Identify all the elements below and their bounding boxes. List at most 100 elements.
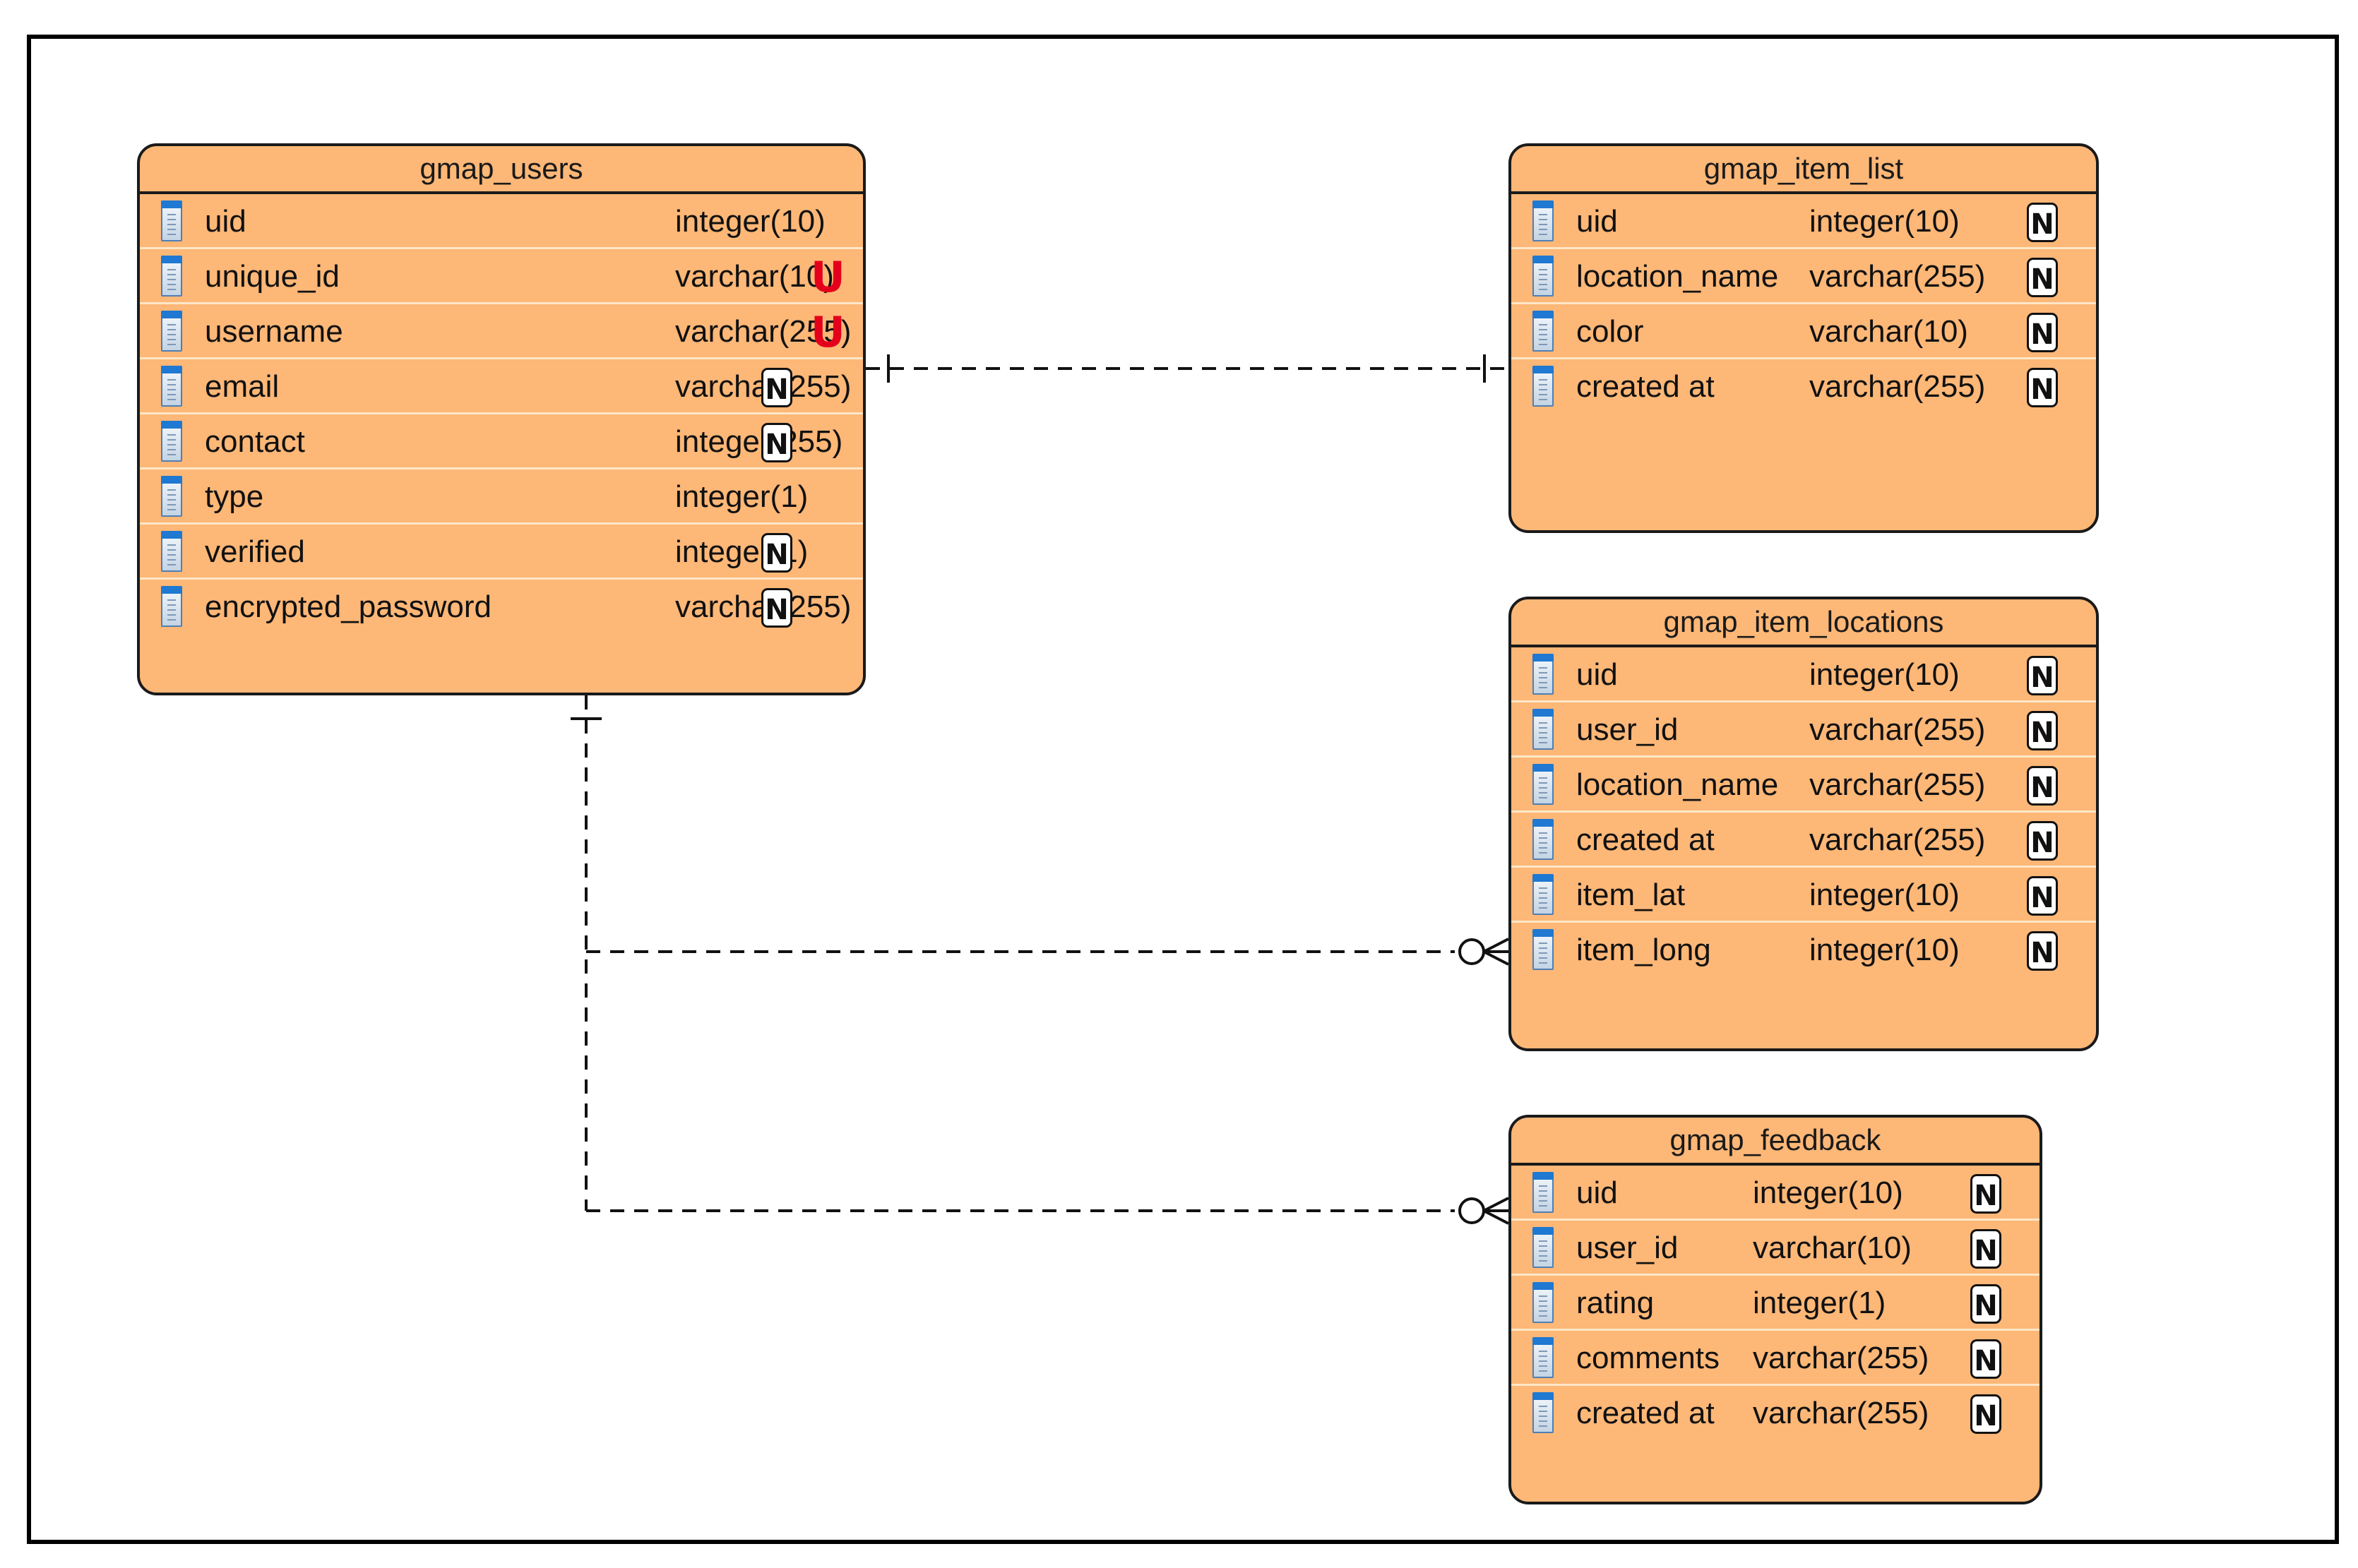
column-icon [1532, 201, 1554, 241]
nullable-icon: N [2027, 656, 2058, 695]
column-row[interactable]: location_name varchar(255) N [1511, 758, 2096, 813]
column-type: varchar(255) [1753, 1341, 1929, 1375]
nullable-icon: N [2027, 766, 2058, 806]
entity-title: gmap_feedback [1511, 1118, 2040, 1166]
nullable-icon: N [1970, 1394, 2001, 1434]
column-icon [161, 531, 182, 572]
column-icon [1532, 874, 1554, 915]
column-name: verified [205, 534, 305, 569]
relationship-users-item-list [866, 354, 1508, 383]
column-name: email [205, 369, 280, 404]
unique-constraint-icon: U [811, 253, 845, 302]
column-name: created at [1576, 1396, 1715, 1430]
column-type: varchar(255) [1809, 369, 1986, 404]
column-icon [1532, 1172, 1554, 1213]
column-row[interactable]: comments varchar(255) N [1511, 1331, 2040, 1386]
column-type: varchar(255) [1809, 712, 1986, 747]
column-name: item_long [1576, 933, 1711, 967]
nullable-icon: N [1970, 1284, 2001, 1324]
column-icon [1532, 1282, 1554, 1323]
column-name: contact [205, 424, 305, 459]
column-row[interactable]: encrypted_passwordvarchar(255)N [140, 580, 863, 635]
column-row[interactable]: created at varchar(255) N [1511, 813, 2096, 868]
column-icon [1532, 709, 1554, 750]
column-row[interactable]: type integer(1) [140, 469, 863, 525]
relationship-users-item-locations [571, 695, 1509, 1211]
column-type: varchar(255) [1753, 1396, 1929, 1430]
column-row[interactable]: username varchar(255)U [140, 304, 863, 359]
column-type: varchar(255) [1809, 767, 1986, 802]
column-row[interactable]: rating integer(1) N [1511, 1276, 2040, 1331]
column-row[interactable]: uid integer(10) N [1511, 1166, 2040, 1221]
column-type: integer(1) [675, 479, 809, 514]
nullable-icon: N [2027, 711, 2058, 750]
column-name: uid [205, 204, 246, 239]
column-icon [1532, 1337, 1554, 1378]
column-icon [161, 201, 182, 241]
column-icon [1532, 1227, 1554, 1268]
column-icon [161, 421, 182, 462]
column-name: location_name [1576, 767, 1779, 802]
column-name: uid [1576, 1175, 1618, 1210]
column-name: uid [1576, 657, 1618, 692]
nullable-icon: N [761, 423, 792, 462]
column-row[interactable]: user_id varchar(10) N [1511, 1221, 2040, 1276]
column-name: color [1576, 314, 1644, 349]
column-type: varchar(255) [675, 314, 852, 349]
entity-title: gmap_item_list [1511, 146, 2096, 194]
column-icon [1532, 819, 1554, 860]
column-name: created at [1576, 369, 1715, 404]
column-name: rating [1576, 1286, 1655, 1320]
column-name: location_name [1576, 259, 1779, 294]
column-type: varchar(10) [1753, 1231, 1912, 1265]
column-name: user_id [1576, 712, 1679, 747]
column-type: integer(10) [1753, 1175, 1903, 1210]
unique-constraint-icon: U [811, 308, 845, 357]
column-name: unique_id [205, 259, 340, 294]
column-icon [161, 311, 182, 352]
column-icon [161, 586, 182, 627]
column-type: varchar(255) [1809, 822, 1986, 857]
column-row[interactable]: emailvarchar(255)N [140, 359, 863, 414]
column-type: integer(1) [1753, 1286, 1886, 1320]
column-type: integer(10) [1809, 933, 1960, 967]
nullable-icon: N [1970, 1229, 2001, 1269]
column-icon [1532, 366, 1554, 407]
column-name: comments [1576, 1341, 1720, 1375]
column-type: integer(10) [1809, 878, 1960, 912]
column-name: encrypted_password [205, 590, 492, 624]
column-icon [1532, 1392, 1554, 1433]
column-name: created at [1576, 822, 1715, 857]
column-name: user_id [1576, 1231, 1679, 1265]
nullable-icon: N [761, 533, 792, 573]
nullable-icon: N [2027, 203, 2058, 242]
nullable-icon: N [1970, 1174, 2001, 1214]
column-row[interactable]: user_id varchar(255) N [1511, 702, 2096, 758]
column-icon [161, 476, 182, 517]
column-icon [1532, 256, 1554, 297]
column-name: type [205, 479, 264, 514]
column-name: username [205, 314, 343, 349]
column-row[interactable]: created at varchar(255) N [1511, 1386, 2040, 1441]
column-icon [1532, 654, 1554, 695]
nullable-icon: N [2027, 821, 2058, 861]
nullable-icon: N [1970, 1339, 2001, 1379]
column-icon [1532, 764, 1554, 805]
column-icon [161, 366, 182, 407]
